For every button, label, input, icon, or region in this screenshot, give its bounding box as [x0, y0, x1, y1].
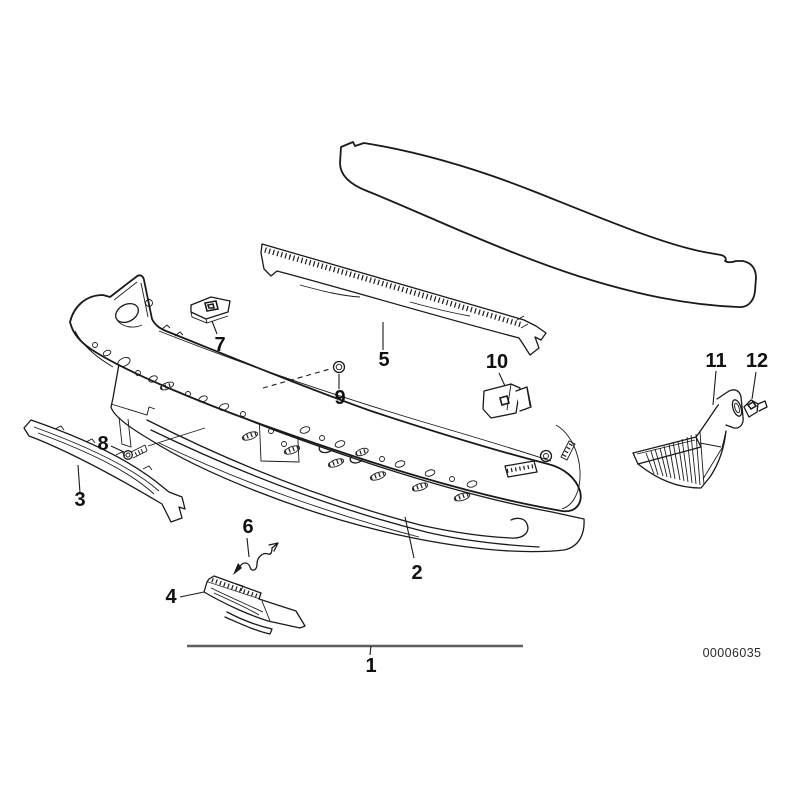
part-drawing-lower-strip-3	[23, 419, 186, 523]
callout-label-8[interactable]: 8	[97, 433, 108, 455]
bumper-face-holes	[92, 342, 478, 488]
duct-outlet-tube	[716, 389, 744, 429]
callout-leader-2	[404, 516, 415, 559]
callout-label-7[interactable]: 7	[214, 334, 225, 356]
callout-label-6[interactable]: 6	[242, 516, 253, 538]
callout-leader-3	[77, 464, 81, 494]
arrowhead-up-right	[268, 542, 279, 552]
part-drawing-nut-9	[262, 360, 346, 389]
side-marker-slot	[504, 460, 538, 478]
callout-label-11[interactable]: 11	[705, 350, 726, 372]
callout-label-12[interactable]: 12	[746, 350, 768, 372]
callout-leader-7	[211, 320, 218, 335]
callout-label-10[interactable]: 10	[486, 351, 508, 373]
callout-labels: 1 2 3 4 5 6 7 8 9 10 11 12	[74, 334, 768, 677]
callout-label-1[interactable]: 1	[365, 655, 376, 677]
part-drawing-spring-clip-6	[233, 542, 279, 575]
diagram-code: 00006035	[703, 646, 762, 660]
part-drawing-spoiler-lip-4	[203, 575, 306, 635]
fog-lamp-opening	[115, 302, 139, 324]
assembly-span-line	[187, 644, 523, 656]
washer-jet-hole	[539, 449, 553, 463]
part-drawing-bumper-lower-valance	[99, 350, 585, 553]
part-drawing-screw-8	[123, 427, 206, 460]
callout-leader-6	[246, 537, 250, 558]
screw-axis-line	[147, 427, 206, 447]
part-drawing-bumper-carrier	[339, 141, 757, 308]
part-drawing-expanding-rivet-12	[743, 399, 768, 418]
callout-leaders	[77, 320, 757, 598]
part-drawing-bumper-trim-panel	[69, 274, 582, 513]
part-drawing-impact-strip-5	[167, 243, 547, 516]
callout-label-5[interactable]: 5	[378, 349, 389, 371]
callout-leader-8	[110, 445, 125, 453]
right-end-cap-line	[555, 424, 581, 510]
callout-label-2[interactable]: 2	[411, 562, 422, 584]
callout-leader-4	[179, 591, 205, 598]
callout-leader-10	[498, 372, 506, 387]
left-mount-step	[110, 403, 156, 416]
part-drawing-clip-nut-7	[190, 296, 231, 324]
callout-leader-11	[712, 370, 717, 406]
callout-label-3[interactable]: 3	[74, 489, 85, 511]
callout-label-9[interactable]: 9	[334, 387, 345, 409]
callout-leader-12	[751, 371, 757, 400]
callout-label-4[interactable]: 4	[165, 586, 177, 608]
valance-slot-row	[241, 430, 471, 502]
lower-lip-line	[146, 419, 529, 539]
part-drawing-air-duct-11	[632, 389, 744, 489]
nut-dashed-leader	[262, 368, 331, 389]
part-drawing-bracket-10	[482, 383, 532, 419]
duct-rib-texture	[645, 431, 705, 486]
